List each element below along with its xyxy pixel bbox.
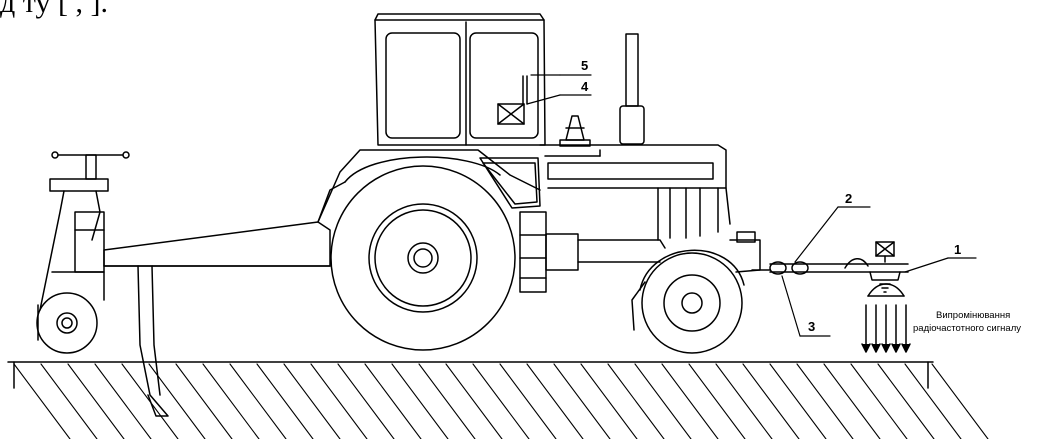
caption-line-1: Випромінювання (936, 310, 1010, 321)
leader-lines (526, 74, 977, 337)
hatch-line (40, 363, 98, 440)
exhaust-pipe (619, 33, 645, 145)
engine-hood (539, 144, 731, 241)
hatch-line (931, 363, 989, 440)
hatch-line (364, 363, 422, 440)
hatch-line (445, 363, 503, 440)
hatch-line (13, 363, 71, 440)
hatch-line (337, 363, 395, 440)
callout-5: 5 (581, 58, 588, 73)
hatch-line (202, 363, 260, 440)
hatch-line (688, 363, 746, 440)
hatch-line (499, 363, 557, 440)
hatch-line (229, 363, 287, 440)
hatch-line (472, 363, 530, 440)
callout-labels: 5 4 2 3 1 (581, 58, 961, 334)
hatch-line (175, 363, 233, 440)
cropped-heading-text: д ту [ , ]. (0, 0, 108, 19)
receiver-box-4 (497, 103, 525, 125)
hatch-line (823, 363, 881, 440)
front-wheel (631, 249, 745, 354)
hatch-line (769, 363, 827, 440)
hatch-line (634, 363, 692, 440)
hatch-line (256, 363, 314, 440)
rear-implement (36, 151, 169, 417)
hatch-line (310, 363, 368, 440)
drawbar (103, 221, 331, 267)
signal-caption: Випромінювання радіочастотного сигналу (913, 310, 1021, 334)
hatch-line (742, 363, 800, 440)
steps (519, 211, 547, 293)
callout-2: 2 (845, 191, 852, 206)
hatch-line (850, 363, 908, 440)
hatch-line (526, 363, 584, 440)
callout-4: 4 (581, 79, 589, 94)
hatch-line (715, 363, 773, 440)
hatch-line (283, 363, 341, 440)
chassis (545, 233, 761, 273)
signal-arrows (861, 304, 911, 353)
beacon-light (559, 115, 591, 147)
ground (7, 361, 989, 440)
soil-hatching (13, 363, 989, 440)
caption-line-2: радіочастотного сигналу (913, 323, 1021, 334)
hatch-line (661, 363, 719, 440)
front-bracket (736, 231, 909, 297)
antenna-5 (522, 75, 528, 105)
cab-door (479, 157, 541, 209)
callout-3: 3 (808, 319, 815, 334)
hatch-line (67, 363, 125, 440)
hatch-line (877, 363, 935, 440)
rear-wheel (330, 165, 516, 351)
hatch-line (904, 363, 962, 440)
hatch-line (94, 363, 152, 440)
hatch-line (418, 363, 476, 440)
hatch-line (796, 363, 854, 440)
callout-1: 1 (954, 242, 961, 257)
rear-fender (317, 149, 541, 223)
hatch-line (580, 363, 638, 440)
tractor-cab (374, 13, 546, 146)
hatch-line (391, 363, 449, 440)
hatch-line (607, 363, 665, 440)
hatch-line (553, 363, 611, 440)
